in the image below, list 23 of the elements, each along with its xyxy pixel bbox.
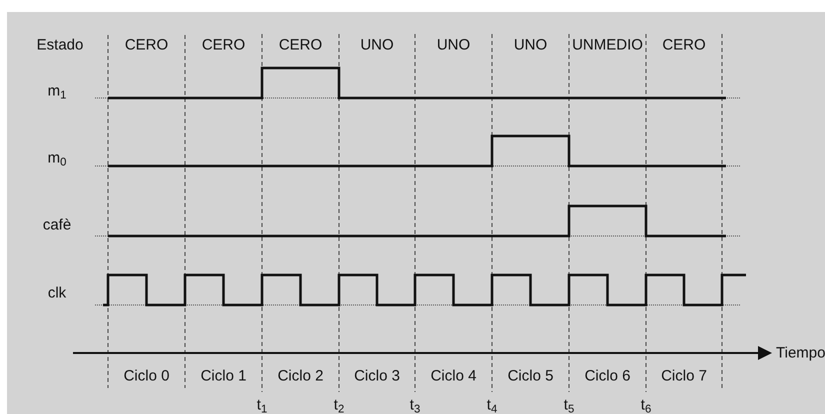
time-mark-label: t$_{3}$: [408, 398, 422, 412]
cycle-label: Ciclo 2: [276, 368, 326, 384]
time-mark-label: t$_{6}$: [638, 398, 654, 412]
time-mark-label: t$_{2}$: [332, 398, 346, 412]
row-label: Estado: [34, 38, 86, 52]
cycle-label: Ciclo 4: [428, 368, 478, 384]
cycle-label: Ciclo 5: [506, 368, 556, 384]
axis-label: Tiempo: [774, 346, 825, 360]
state-label: CERO: [122, 38, 170, 52]
cycle-label: Ciclo 7: [659, 368, 709, 384]
cycle-label: Ciclo 3: [352, 368, 402, 384]
time-mark-label: t$_{4}$: [484, 398, 500, 412]
state-label: CERO: [200, 38, 248, 52]
state-label: UNMEDIO: [570, 38, 645, 52]
cycle-label: Ciclo 0: [122, 368, 172, 384]
time-mark-label: t$_{5}$: [562, 398, 576, 412]
time-mark-label: t$_{1}$: [254, 398, 270, 412]
state-label: CERO: [276, 38, 324, 52]
signal-label: cafè: [40, 218, 74, 232]
cycle-label: Ciclo 1: [198, 368, 248, 384]
state-label: CERO: [660, 38, 708, 52]
cycle-label: Ciclo 6: [582, 368, 632, 384]
signal-label: clk: [46, 286, 68, 300]
